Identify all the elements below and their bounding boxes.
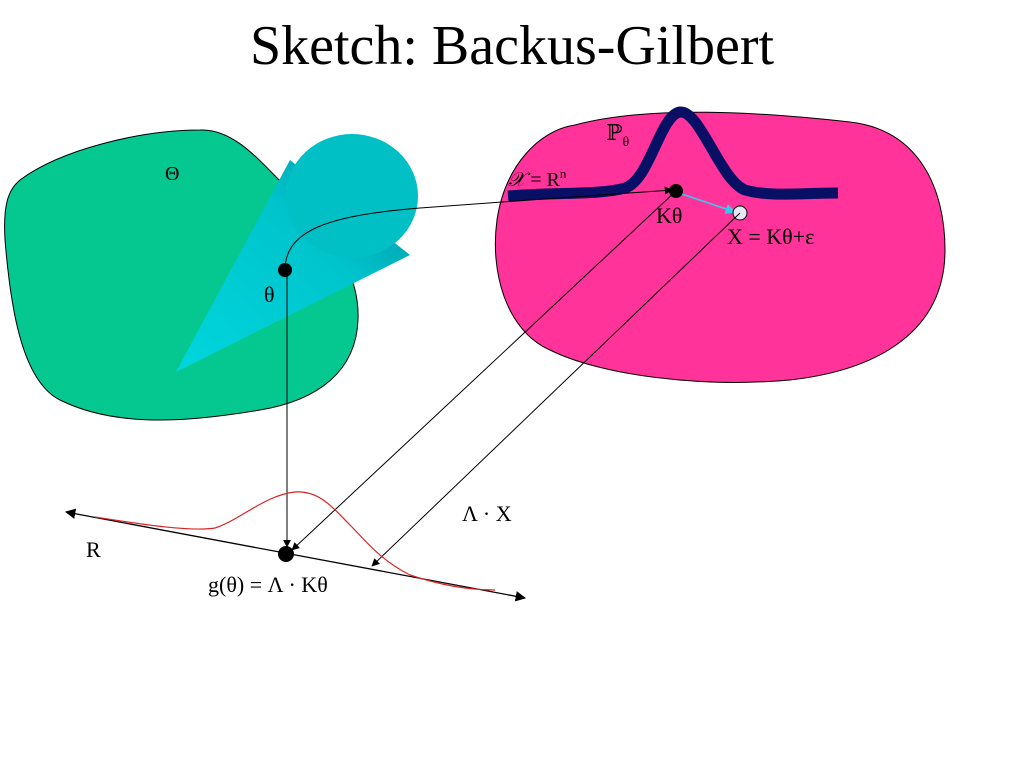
k-theta-label: Kθ: [656, 203, 682, 228]
noise-arrow: [675, 191, 736, 214]
cone-base: [286, 134, 418, 258]
g-theta-label: g(θ) = Λ · Kθ: [208, 572, 328, 597]
k-theta-to-g-arrow: [291, 190, 677, 551]
lambda-x-label: Λ · X: [462, 501, 512, 526]
real-line-axis: [64, 508, 527, 602]
data-space-eq: = R: [525, 169, 560, 191]
real-line-label: R: [86, 537, 101, 562]
probability-distribution-curve: [507, 106, 839, 202]
data-space-region: [494, 111, 946, 383]
data-space-exponent: n: [560, 166, 567, 181]
parameter-space-label: Θ: [165, 163, 179, 185]
theta-point: [278, 263, 292, 277]
data-space-label: 𝒳 = Rn: [508, 166, 567, 191]
slide-title: Sketch: Backus-Gilbert: [249, 15, 775, 77]
probability-label: ℙθ: [606, 120, 630, 150]
forward-map-arrow: [284, 186, 673, 271]
x-equation-label: X = Kθ+ε: [727, 224, 814, 249]
probability-symbol: ℙ: [606, 120, 623, 145]
density-curve: [94, 491, 496, 591]
lambda-x-arrow: [371, 212, 741, 567]
theta-label: θ: [264, 282, 275, 307]
probability-subscript: θ: [623, 135, 630, 150]
g-theta-point: [278, 546, 294, 562]
